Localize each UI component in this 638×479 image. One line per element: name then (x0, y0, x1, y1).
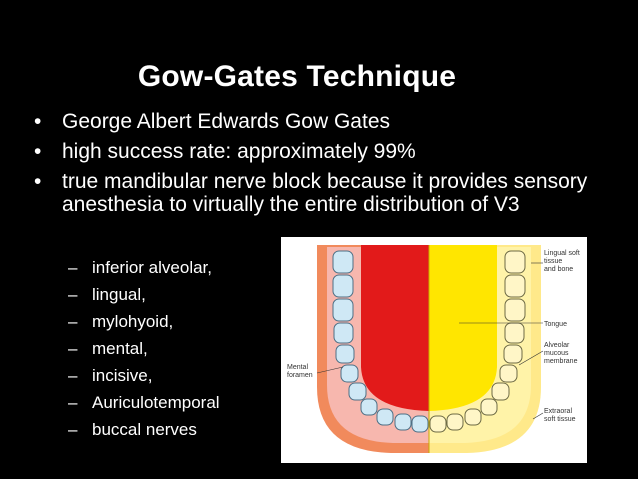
label-mental-foramen: foramen (287, 372, 313, 379)
label-lingual-soft: Lingual soft (544, 250, 580, 257)
bullet-text: high success rate: approximately 99% (62, 140, 416, 163)
sub-item: –buccal nerves (68, 420, 278, 440)
sub-text: mental, (92, 339, 148, 358)
label-mental-foramen: Mental (287, 364, 308, 371)
bullet-item: • high success rate: approximately 99% (34, 140, 624, 163)
sub-text: mylohyoid, (92, 312, 174, 331)
bullet-text: George Albert Edwards Gow Gates (62, 110, 390, 133)
tongue-right (429, 245, 497, 411)
label-extraoral: soft tissue (544, 416, 576, 423)
sub-text: inferior alveolar, (92, 258, 213, 277)
sub-item: –lingual, (68, 285, 278, 305)
mandible-diagram: Lingual soft tissue and bone Tongue Alve… (281, 237, 587, 463)
mandible-illustration: Lingual soft tissue and bone Tongue Alve… (287, 245, 580, 453)
label-lingual-soft: tissue (544, 258, 562, 265)
bullet-glyph: • (34, 110, 42, 133)
dash-glyph: – (68, 258, 78, 277)
sub-item: –mylohyoid, (68, 312, 278, 332)
bullet-list: • George Albert Edwards Gow Gates • high… (34, 110, 624, 223)
label-extraoral: Extraoral (544, 408, 572, 415)
sub-item: –Auriculotemporal (68, 393, 278, 413)
teeth-left (332, 250, 429, 433)
sub-text: lingual, (92, 285, 146, 304)
bullet-item: • George Albert Edwards Gow Gates (34, 110, 624, 133)
dash-glyph: – (68, 285, 78, 304)
dash-glyph: – (68, 420, 78, 439)
sub-item: –incisive, (68, 366, 278, 386)
bullet-text: true mandibular nerve block because it p… (62, 170, 588, 216)
sub-item: –inferior alveolar, (68, 258, 278, 278)
dash-glyph: – (68, 393, 78, 412)
bullet-glyph: • (34, 140, 42, 163)
teeth-right (429, 250, 526, 433)
slide-title: Gow-Gates Technique (137, 60, 457, 93)
dash-glyph: – (68, 339, 78, 358)
label-alveolar: membrane (544, 358, 578, 365)
sub-text: Auriculotemporal (92, 393, 220, 412)
label-alveolar: mucous (544, 350, 569, 357)
dash-glyph: – (68, 366, 78, 385)
nerve-sub-list: –inferior alveolar, –lingual, –mylohyoid… (68, 258, 278, 447)
bullet-glyph: • (34, 170, 42, 193)
sub-text: incisive, (92, 366, 153, 385)
bullet-item: • true mandibular nerve block because it… (34, 170, 624, 216)
label-tongue: Tongue (544, 321, 567, 328)
label-alveolar: Alveolar (544, 342, 570, 349)
sub-item: –mental, (68, 339, 278, 359)
label-lingual-soft: and bone (544, 266, 573, 273)
sub-text: buccal nerves (92, 420, 197, 439)
dash-glyph: – (68, 312, 78, 331)
tongue-left (361, 245, 429, 411)
leader-lines (316, 262, 544, 420)
